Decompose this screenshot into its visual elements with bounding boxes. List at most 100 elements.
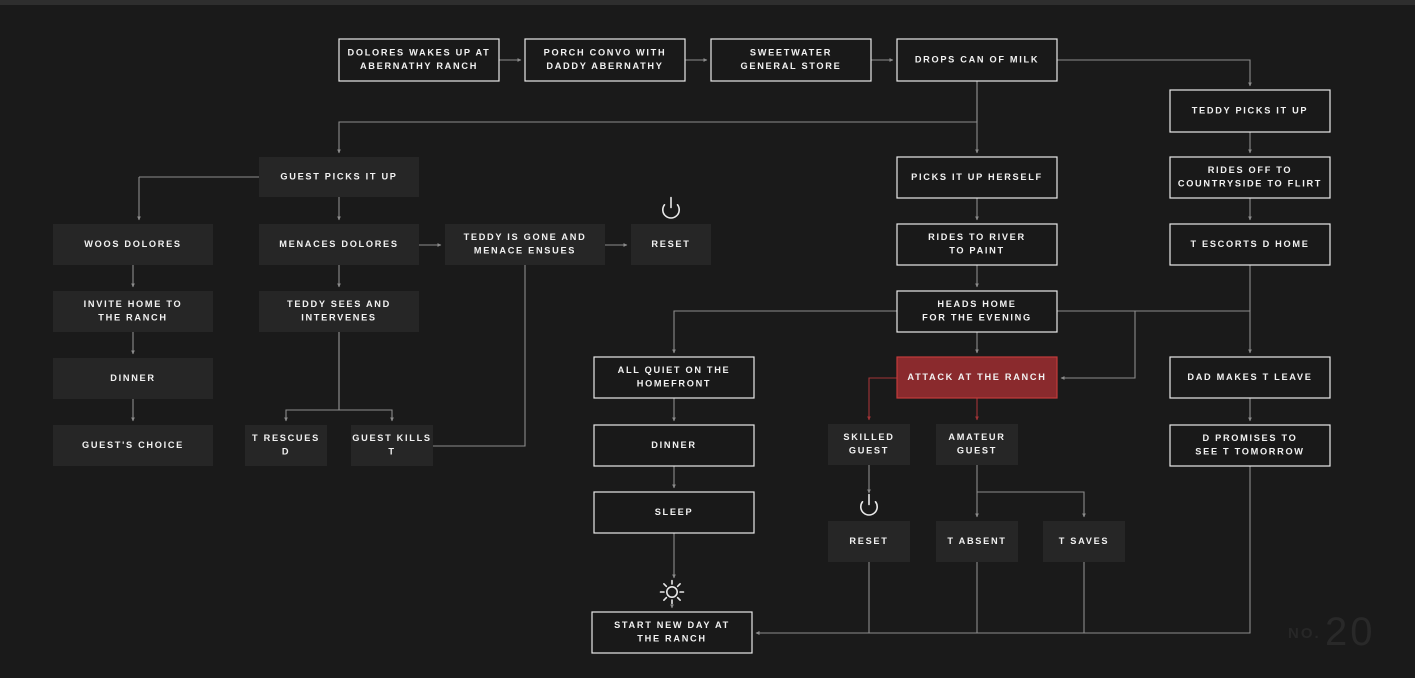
node-box: [351, 425, 433, 466]
node-label: SEE T TOMORROW: [1195, 447, 1304, 457]
node-box: [53, 425, 213, 466]
node-guest-picks-it-up[interactable]: GUEST PICKS IT UP: [259, 157, 419, 197]
edge-amateur-guest-to-t-saves: [977, 491, 1086, 518]
node-label: TO PAINT: [949, 246, 1005, 256]
node-label: GUEST PICKS IT UP: [280, 171, 397, 181]
node-label: GUEST'S CHOICE: [82, 440, 184, 450]
node-sleep[interactable]: SLEEP: [593, 491, 755, 534]
node-label: DINNER: [110, 373, 155, 383]
node-dinner-left[interactable]: DINNER: [53, 358, 213, 399]
node-menaces-dolores[interactable]: MENACES DOLORES: [259, 224, 419, 265]
edge-drops-can-of-milk-to-teddy-picks-it-up: [1057, 59, 1252, 87]
node-label: GUEST: [957, 446, 997, 456]
node-invite-home[interactable]: INVITE HOME TO THE RANCH: [53, 291, 213, 332]
watermark: NO. 20: [1288, 610, 1376, 654]
node-label: SWEETWATER: [750, 48, 832, 58]
node-label: GENERAL STORE: [741, 61, 842, 71]
node-label: COUNTRYSIDE TO FLIRT: [1178, 179, 1322, 189]
watermark-number: 20: [1325, 610, 1376, 654]
node-label: T ESCORTS D HOME: [1190, 239, 1309, 249]
node-label: HEADS HOME: [937, 299, 1016, 309]
node-label: MENACES DOLORES: [279, 239, 398, 249]
node-t-escorts-d-home[interactable]: T ESCORTS D HOME: [1169, 223, 1331, 266]
node-label: RESET: [651, 239, 690, 249]
node-label: D: [282, 447, 290, 457]
node-box: [338, 38, 500, 82]
node-label: INVITE HOME TO: [84, 299, 183, 309]
node-rides-off-flirt[interactable]: RIDES OFF TO COUNTRYSIDE TO FLIRT: [1169, 156, 1331, 199]
edges-layer: [131, 58, 1252, 635]
node-box: [259, 291, 419, 332]
node-drops-can-of-milk[interactable]: DROPS CAN OF MILK: [896, 38, 1058, 82]
node-label: RESET: [849, 536, 888, 546]
edge-drops-can-of-milk-to-guest-picks-it-up: [337, 81, 978, 154]
node-woos-dolores[interactable]: WOOS DOLORES: [53, 224, 213, 265]
node-attack-at-the-ranch[interactable]: ATTACK AT THE RANCH: [896, 356, 1058, 399]
node-teddy-is-gone[interactable]: TEDDY IS GONE AND MENACE ENSUES: [445, 224, 605, 265]
top-edge-strip: [0, 0, 1415, 5]
node-label: THE RANCH: [637, 634, 706, 644]
node-label: THE RANCH: [98, 313, 167, 323]
edge-t-escorts-d-home-to-attack-at-the-ranch: [1060, 311, 1136, 380]
edge-heads-home-to-dad-makes-t-leave: [1057, 310, 1252, 354]
node-teddy-sees[interactable]: TEDDY SEES AND INTERVENES: [259, 291, 419, 332]
node-box: [445, 224, 605, 265]
node-box: [593, 491, 755, 534]
node-label: ABERNATHY RANCH: [360, 61, 478, 71]
node-box: [53, 291, 213, 332]
node-label: TEDDY IS GONE AND: [464, 232, 587, 242]
node-label: T RESCUES: [252, 433, 320, 443]
node-label: TEDDY SEES AND: [287, 299, 391, 309]
node-box: [524, 38, 686, 82]
node-label: T ABSENT: [947, 536, 1006, 546]
node-teddy-picks-it-up[interactable]: TEDDY PICKS IT UP: [1169, 89, 1331, 133]
node-label: WOOS DOLORES: [84, 239, 181, 249]
node-label: INTERVENES: [301, 313, 377, 323]
node-label: T SAVES: [1059, 536, 1110, 546]
node-dad-makes-t-leave[interactable]: DAD MAKES T LEAVE: [1169, 356, 1331, 399]
node-reset-bottom[interactable]: RESET: [828, 521, 910, 562]
node-label: ALL QUIET ON THE: [618, 365, 731, 375]
node-t-absent[interactable]: T ABSENT: [936, 521, 1018, 562]
node-picks-it-up-herself[interactable]: PICKS IT UP HERSELF: [896, 156, 1058, 199]
node-box: [896, 290, 1058, 333]
node-box: [1169, 223, 1331, 266]
node-box: [1169, 356, 1331, 399]
node-dinner-center[interactable]: DINNER: [593, 424, 755, 467]
node-box: [593, 356, 755, 399]
node-box: [828, 521, 910, 562]
edge-guest-kills-t-to-teddy-is-gone-loop: [433, 265, 526, 447]
node-label: PICKS IT UP HERSELF: [911, 172, 1043, 182]
node-box: [259, 157, 419, 197]
node-reset-top[interactable]: RESET: [631, 224, 711, 265]
node-t-saves[interactable]: T SAVES: [1043, 521, 1125, 562]
node-box: [936, 521, 1018, 562]
node-label: DINNER: [651, 440, 696, 450]
watermark-prefix: NO.: [1288, 625, 1321, 642]
edge-teddy-sees-to-guest-kills-t: [338, 332, 394, 422]
node-label: MENACE ENSUES: [474, 246, 576, 256]
node-t-rescues-d[interactable]: T RESCUES D: [245, 425, 327, 466]
edge-teddy-sees-to-t-rescues-d: [284, 332, 340, 422]
node-label: RIDES OFF TO: [1208, 165, 1293, 175]
node-box: [896, 156, 1058, 199]
node-sweetwater-store[interactable]: SWEETWATER GENERAL STORE: [710, 38, 872, 82]
node-guests-choice[interactable]: GUEST'S CHOICE: [53, 425, 213, 466]
node-label: PORCH CONVO WITH: [544, 48, 667, 58]
power-icon: [860, 493, 878, 516]
node-box: [896, 223, 1058, 266]
node-box: [1169, 89, 1331, 133]
node-box: [259, 224, 419, 265]
